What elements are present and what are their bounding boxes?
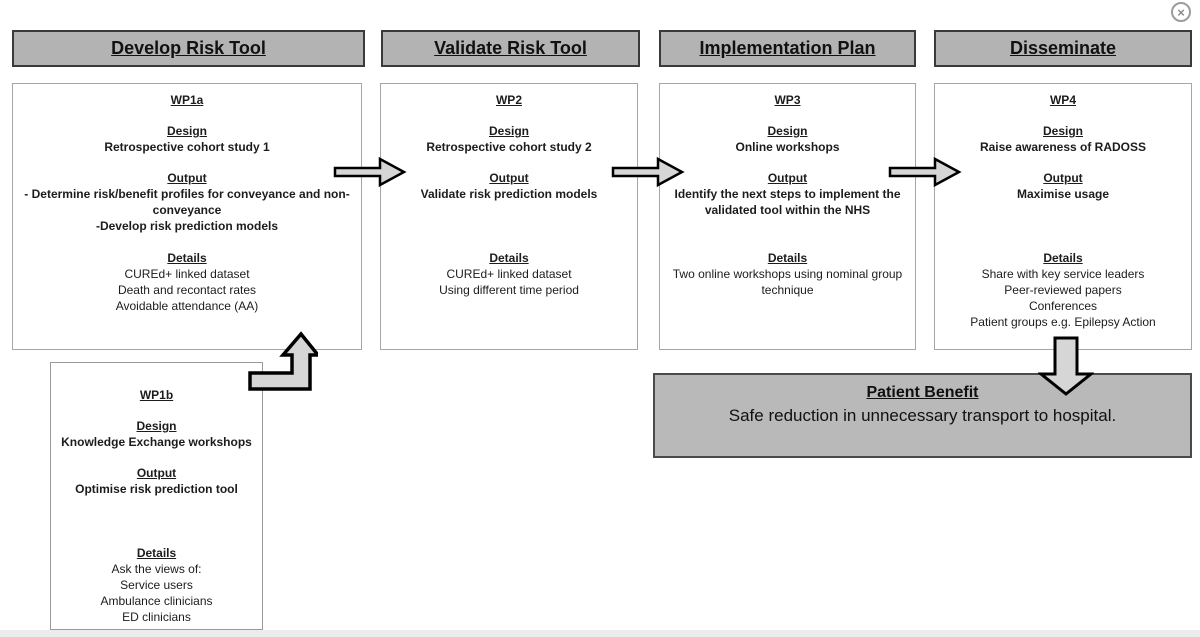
text-line: Using different time period xyxy=(439,283,579,297)
design-section: Design Retrospective cohort study 1 xyxy=(13,123,361,155)
text-line: Conferences xyxy=(1028,299,1098,313)
output-section: Output Validate risk prediction models xyxy=(381,170,637,202)
text-line: Maximise usage xyxy=(1016,187,1110,201)
right-arrow-icon-wp1a-wp2 xyxy=(333,156,407,188)
design-section: Design Raise awareness of RADOSS xyxy=(935,123,1191,155)
wp1a-box: WP1a Design Retrospective cohort study 1… xyxy=(12,83,362,350)
design-lines: Online workshops xyxy=(666,139,909,155)
output-lines: - Determine risk/benefit profiles for co… xyxy=(19,186,355,234)
design-lines: Raise awareness of RADOSS xyxy=(941,139,1185,155)
details-heading: Details xyxy=(167,251,207,265)
details-heading: Details xyxy=(136,546,177,560)
details-heading: Details xyxy=(489,251,529,265)
text-line: CUREd+ linked dataset xyxy=(124,267,250,281)
output-heading: Output xyxy=(1043,171,1083,185)
output-lines: Identify the next steps to implement the… xyxy=(666,186,909,218)
design-heading: Design xyxy=(166,124,207,138)
wp2-box: WP2 Design Retrospective cohort study 2 … xyxy=(380,83,638,350)
output-section: Output Optimise risk prediction tool xyxy=(51,465,262,497)
patient-benefit-title: Patient Benefit xyxy=(866,384,979,401)
close-icon-glyph: × xyxy=(1177,4,1185,20)
header-label: Implementation Plan xyxy=(699,38,876,58)
design-heading: Design xyxy=(767,124,808,138)
text-line: Online workshops xyxy=(735,140,840,154)
wp-label: WP1a xyxy=(170,93,204,107)
text-line: Patient groups e.g. Epilepsy Action xyxy=(970,315,1156,329)
output-heading: Output xyxy=(767,171,808,185)
design-section: Design Retrospective cohort study 2 xyxy=(381,123,637,155)
design-lines: Retrospective cohort study 2 xyxy=(387,139,631,155)
output-lines: Optimise risk prediction tool xyxy=(57,481,256,497)
text-line: Avoidable attendance (AA) xyxy=(115,299,259,313)
header-label: Validate Risk Tool xyxy=(434,38,587,58)
right-arrow-icon-wp2-wp3 xyxy=(611,156,685,188)
patient-benefit-text: Safe reduction in unnecessary transport … xyxy=(728,406,1117,425)
header-implementation-plan: Implementation Plan xyxy=(659,30,916,67)
close-icon[interactable]: × xyxy=(1171,2,1191,22)
design-section: Design Knowledge Exchange workshops xyxy=(51,418,262,450)
details-heading: Details xyxy=(767,251,808,265)
right-arrow-icon-wp3-wp4 xyxy=(888,156,962,188)
design-heading: Design xyxy=(136,419,177,433)
design-heading: Design xyxy=(1042,124,1083,138)
header-validate-risk-tool: Validate Risk Tool xyxy=(381,30,640,67)
header-disseminate: Disseminate xyxy=(934,30,1192,67)
wp1b-box: WP1b Design Knowledge Exchange workshops… xyxy=(50,362,263,630)
text-line: ED clinicians xyxy=(122,610,191,624)
details-section: Details Two online workshops using nomin… xyxy=(665,250,910,298)
output-lines: Maximise usage xyxy=(941,186,1185,202)
wp-label: WP2 xyxy=(495,93,522,107)
header-label: Disseminate xyxy=(1009,38,1117,58)
output-heading: Output xyxy=(167,171,207,185)
text-line: Share with key service leaders xyxy=(981,267,1145,281)
wp3-box: WP3 Design Online workshops Output Ident… xyxy=(659,83,916,350)
text-line: Service users xyxy=(120,578,193,592)
text-line: Ambulance clinicians xyxy=(100,594,213,608)
text-line: Validate risk prediction models xyxy=(420,187,598,201)
design-section: Design Online workshops xyxy=(660,123,915,155)
details-lines: Two online workshops using nominal group… xyxy=(665,266,910,298)
elbow-up-arrow-icon-wp1b-wp1a xyxy=(248,329,318,391)
output-section: Output Identify the next steps to implem… xyxy=(660,170,915,218)
details-heading: Details xyxy=(1043,251,1083,265)
down-arrow-icon-wp4-benefit xyxy=(1038,336,1094,398)
output-section: Output - Determine risk/benefit profiles… xyxy=(13,170,361,234)
output-lines: Validate risk prediction models xyxy=(387,186,631,202)
text-line: Retrospective cohort study 2 xyxy=(426,140,592,154)
wp-label: WP1b xyxy=(139,388,174,402)
design-lines: Retrospective cohort study 1 xyxy=(19,139,355,155)
bottom-edge-strip xyxy=(0,630,1200,637)
wp-label: WP3 xyxy=(774,93,801,107)
text-line: Death and recontact rates xyxy=(117,283,257,297)
text-line: Knowledge Exchange workshops xyxy=(61,435,252,449)
header-label: Develop Risk Tool xyxy=(111,38,266,58)
header-develop-risk-tool: Develop Risk Tool xyxy=(12,30,365,67)
text-line: Identify the next steps to implement the… xyxy=(674,187,901,217)
output-heading: Output xyxy=(489,171,529,185)
output-heading: Output xyxy=(136,466,177,480)
text-line: Ask the views of: xyxy=(111,562,202,576)
patient-benefit-box: Patient Benefit Safe reduction in unnece… xyxy=(653,373,1192,458)
text-line: Retrospective cohort study 1 xyxy=(104,140,270,154)
text-line: - Determine risk/benefit profiles for co… xyxy=(24,187,350,217)
wp-label: WP4 xyxy=(1049,93,1076,107)
text-line: CUREd+ linked dataset xyxy=(446,267,572,281)
text-line: Two online workshops using nominal group… xyxy=(672,267,903,297)
wp4-box: WP4 Design Raise awareness of RADOSS Out… xyxy=(934,83,1192,350)
output-section: Output Maximise usage xyxy=(935,170,1191,202)
text-line: Optimise risk prediction tool xyxy=(75,482,238,496)
text-line: -Develop risk prediction models xyxy=(95,219,279,233)
design-lines: Knowledge Exchange workshops xyxy=(57,434,256,450)
text-line: Peer-reviewed papers xyxy=(1004,283,1122,297)
text-line: Raise awareness of RADOSS xyxy=(979,140,1147,154)
design-heading: Design xyxy=(488,124,529,138)
